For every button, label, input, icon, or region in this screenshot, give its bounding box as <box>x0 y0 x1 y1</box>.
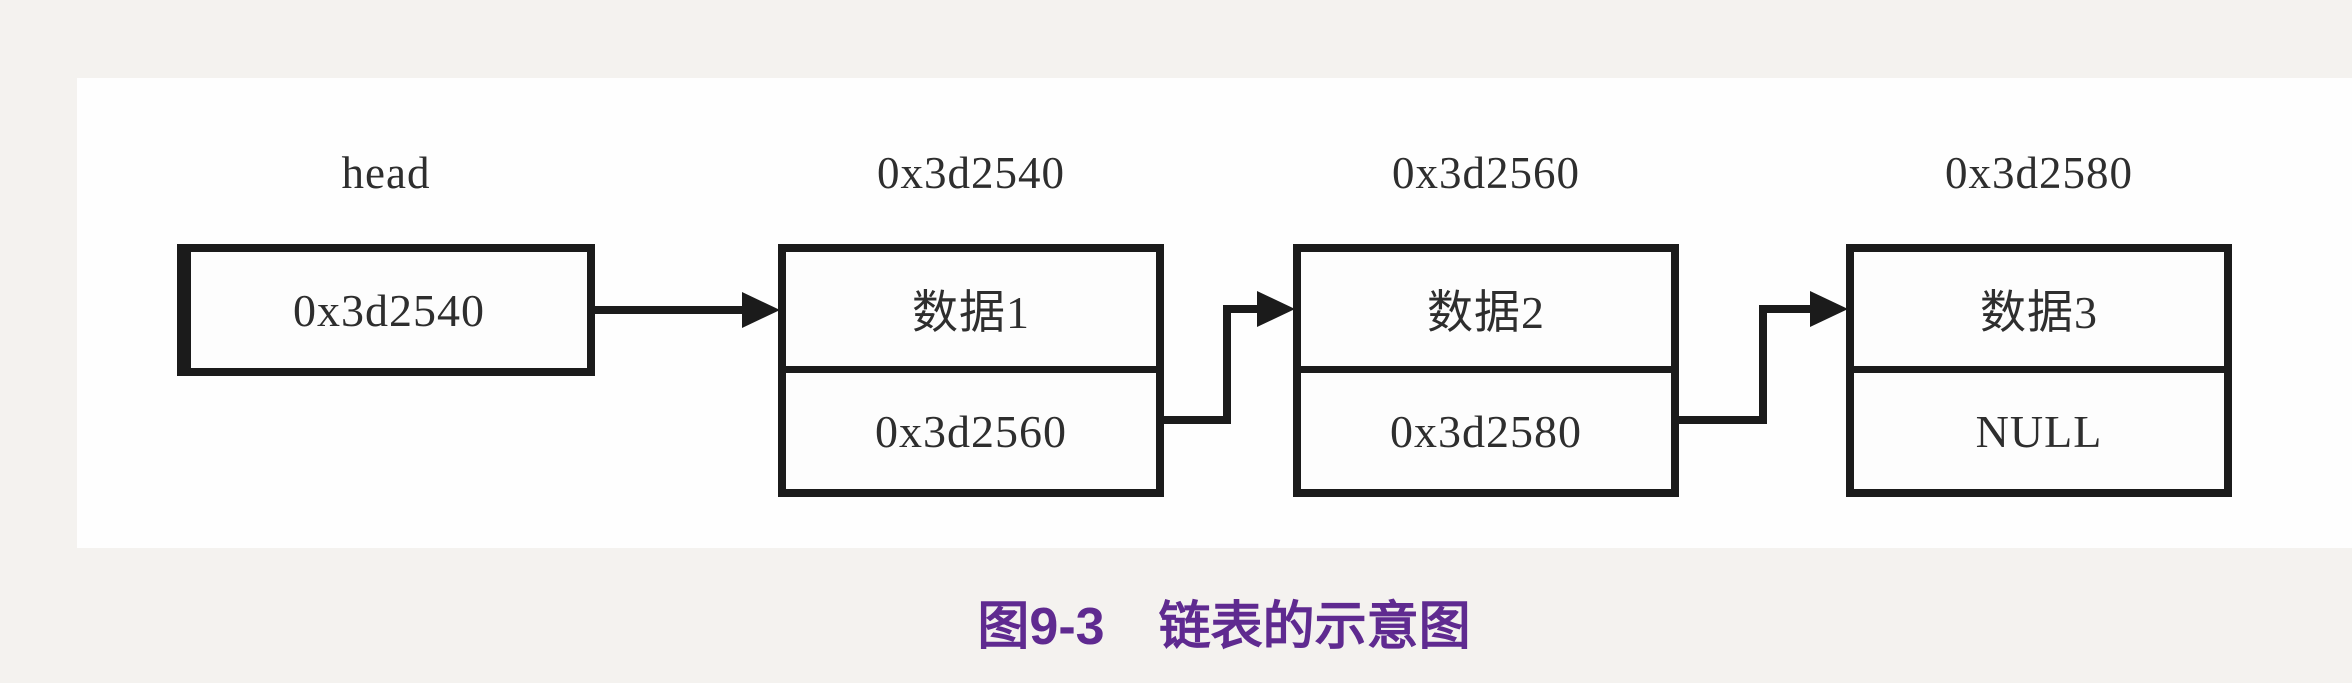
head-pointer-value: 0x3d2540 <box>293 284 485 336</box>
node3-next-pointer-cell: NULL <box>1975 405 2103 457</box>
node2-next-pointer-cell: 0x3d2580 <box>1390 405 1582 457</box>
node2-address-label: 0x3d2560 <box>1392 148 1580 198</box>
figure-caption: 图9-3 链表的示意图 <box>48 584 2352 659</box>
node1-address-label: 0x3d2540 <box>877 148 1065 198</box>
list-node-1: 数据1 0x3d2560 <box>778 244 1164 497</box>
node3-address-label: 0x3d2580 <box>1945 148 2133 198</box>
figure-caption-number: 图9-3 <box>977 598 1105 656</box>
head-pointer-label: head <box>341 148 431 198</box>
node2-data-cell: 数据2 <box>1301 252 1671 373</box>
node1-data-cell: 数据1 <box>786 252 1156 373</box>
head-pointer-box: 0x3d2540 <box>177 244 595 376</box>
figure-caption-title: 链表的示意图 <box>1158 598 1471 656</box>
list-node-3: 数据3 NULL <box>1846 244 2232 497</box>
node1-next-pointer-cell: 0x3d2560 <box>875 405 1067 457</box>
node3-data-cell: 数据3 <box>1854 252 2224 373</box>
list-node-2: 数据2 0x3d2580 <box>1293 244 1679 497</box>
